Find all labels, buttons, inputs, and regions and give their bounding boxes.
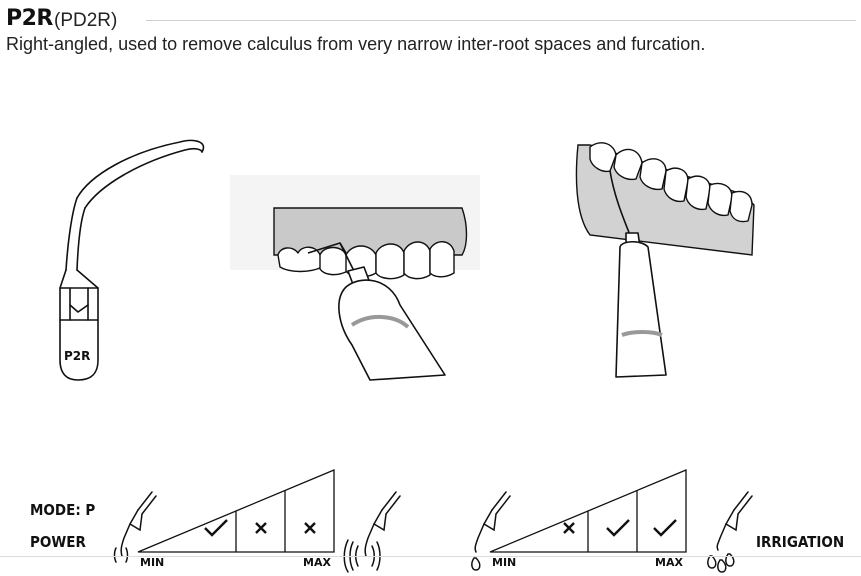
tip-description: Right-angled, used to remove calculus fr…	[6, 34, 706, 54]
power-cell-3-cross-icon	[304, 522, 316, 534]
irrigation-min-label: MIN	[492, 556, 517, 569]
power-cell-1-check-icon	[204, 519, 228, 537]
irrigation-cell-3-check-icon	[653, 519, 677, 537]
power-wedge-chart	[137, 469, 335, 553]
title-row: P2R (PD2R)	[6, 4, 856, 34]
power-max-label: MAX	[303, 556, 331, 569]
power-min-label: MIN	[140, 556, 165, 569]
tip-code: P2R	[6, 6, 53, 31]
irrigation-handpiece-low-icon	[471, 491, 511, 571]
power-cell-2-cross-icon	[255, 522, 267, 534]
tip-alt-code: (PD2R)	[54, 10, 118, 31]
irrigation-cell-2-check-icon	[606, 519, 630, 537]
upper-teeth-scene-illustration	[575, 142, 755, 378]
tip-engraving: P2R	[64, 349, 90, 363]
bottom-divider	[0, 556, 861, 557]
irrigation-max-label: MAX	[655, 556, 683, 569]
irrigation-handpiece-high-icon	[707, 491, 753, 573]
irrigation-label: IRRIGATION	[756, 533, 845, 551]
power-label: POWER	[30, 533, 86, 551]
irrigation-cell-1-cross-icon	[563, 522, 575, 534]
mode-label: MODE: P	[30, 501, 96, 519]
power-handpiece-high-icon	[343, 491, 401, 573]
lower-teeth-scene-illustration	[230, 175, 480, 381]
irrigation-wedge-chart	[489, 469, 687, 553]
power-handpiece-low-icon	[113, 491, 157, 563]
scaler-tip-illustration: P2R	[59, 139, 205, 381]
title-divider	[146, 20, 856, 21]
